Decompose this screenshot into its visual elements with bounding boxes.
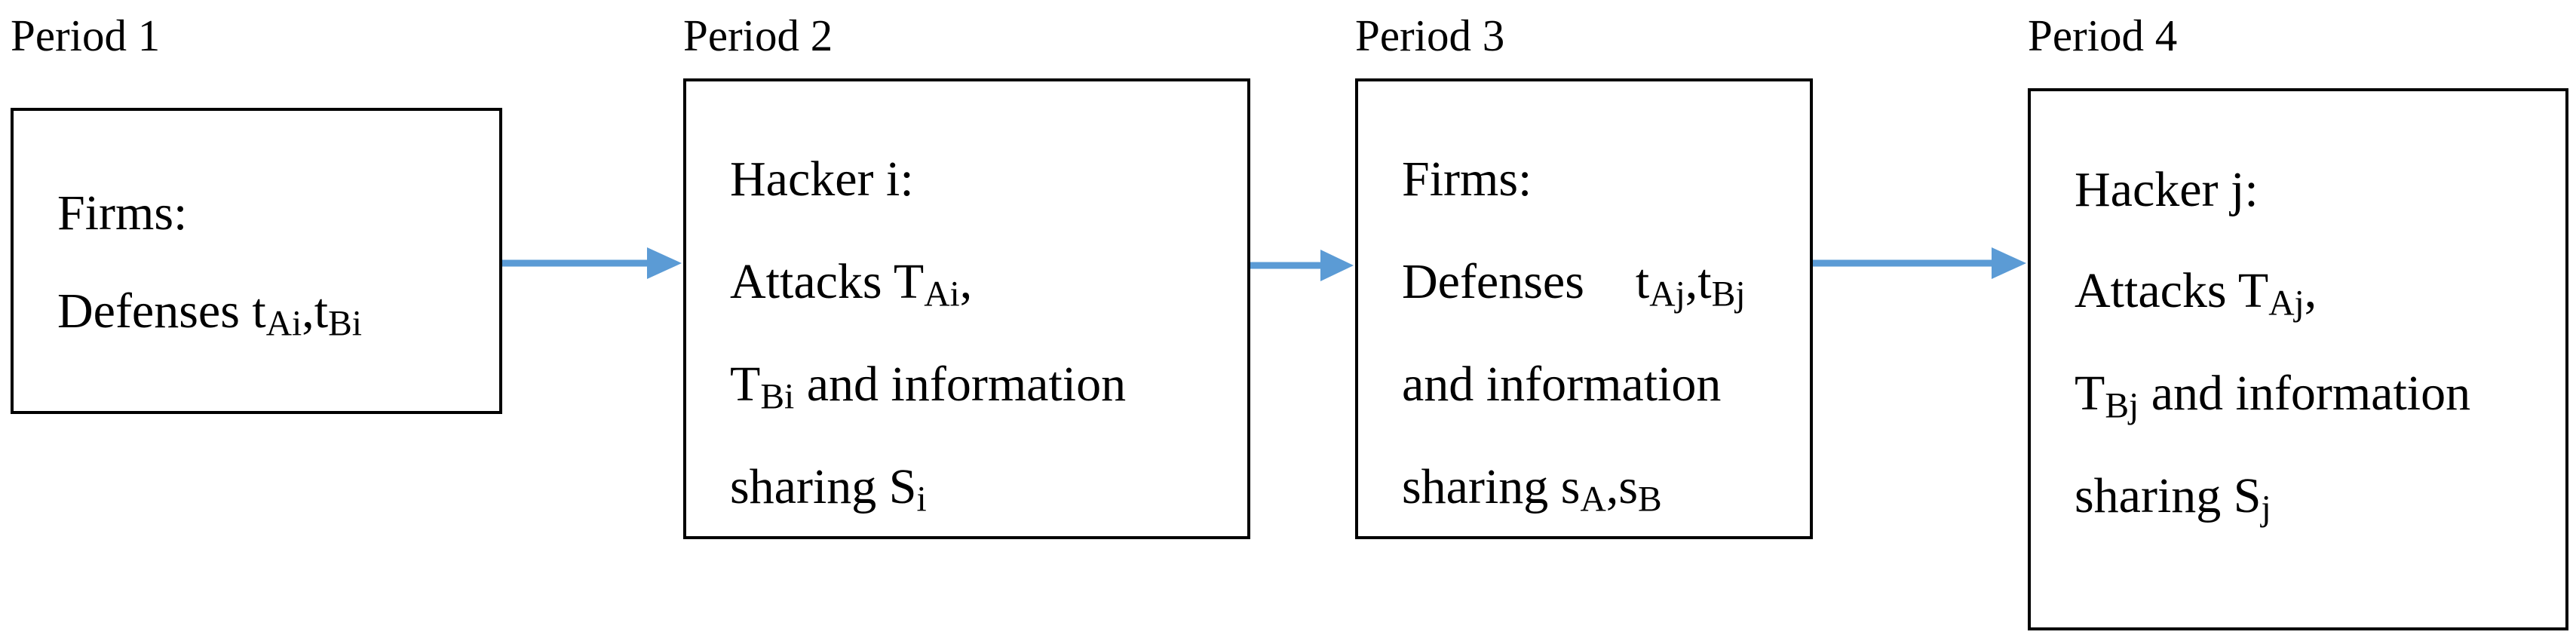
period-4-box: Hacker j: Attacks TAj, TBj and informati… xyxy=(2028,88,2568,630)
period-4-label: Period 4 xyxy=(2028,11,2178,60)
period-2-box: Hacker i: Attacks TAi, TBi and informati… xyxy=(683,78,1250,539)
box4-attacks: Attacks TAj, xyxy=(2075,263,2317,324)
box1-defenses: Defenses tAi,tBi xyxy=(57,284,363,344)
period-1-box: Firms: Defenses tAi,tBi xyxy=(11,108,502,414)
box4-sharing: sharing Sj xyxy=(2075,468,2271,529)
box1-title: Firms: xyxy=(57,186,188,241)
box2-title: Hacker i: xyxy=(730,152,914,207)
box2-info: TBi and information xyxy=(730,357,1127,417)
box3-sharing: sharing sA,sB xyxy=(1402,459,1662,520)
box2-sharing: sharing Si xyxy=(730,459,927,520)
period-1-label: Period 1 xyxy=(11,11,161,60)
box3-info: and information xyxy=(1402,357,1722,412)
arrow-3-to-4 xyxy=(1813,247,2026,279)
box2-attacks: Attacks TAi, xyxy=(730,254,973,314)
period-3-label: Period 3 xyxy=(1355,11,1505,60)
arrow-2-to-3 xyxy=(1250,250,1354,281)
box4-info: TBj and information xyxy=(2075,366,2471,426)
box3-title: Firms: xyxy=(1402,152,1532,207)
box4-title: Hacker j: xyxy=(2075,162,2259,217)
period-2-label: Period 2 xyxy=(683,11,833,60)
arrow-1-to-2 xyxy=(502,247,682,279)
